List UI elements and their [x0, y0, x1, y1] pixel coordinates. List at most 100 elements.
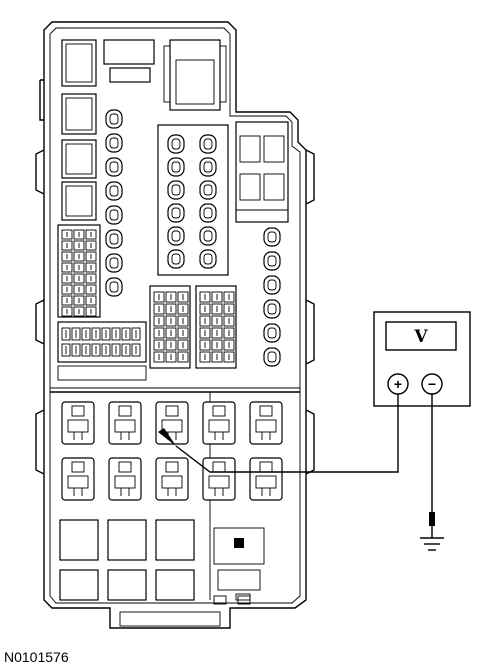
cartridge-fuse	[85, 273, 97, 284]
positive-terminal-symbol: +	[394, 376, 402, 392]
cartridge-fuse	[85, 262, 97, 273]
cartridge-fuse	[73, 295, 85, 306]
mini-fuse	[167, 226, 185, 246]
relay-socket	[61, 401, 95, 445]
cartridge-fuse	[165, 303, 177, 315]
relay-socket	[249, 401, 283, 445]
cartridge-fuse	[177, 351, 189, 363]
cartridge-fuse	[199, 291, 211, 303]
cartridge-fuse	[165, 339, 177, 351]
connector-pin	[61, 327, 71, 341]
mini-fuse	[105, 277, 123, 297]
cartridge-fuse	[153, 327, 165, 339]
mini-fuse	[167, 249, 185, 269]
figure-id: N0101576	[4, 649, 69, 665]
voltmeter: V + −	[373, 311, 471, 407]
mini-fuse	[105, 205, 123, 225]
cartridge-fuse	[223, 327, 235, 339]
cartridge-fuse	[85, 306, 97, 317]
cartridge-fuse	[61, 306, 73, 317]
cartridge-fuse	[61, 229, 73, 240]
mini-fuse	[105, 229, 123, 249]
relay-socket	[155, 457, 189, 501]
connector-pin	[121, 327, 131, 341]
upper-left-relays	[61, 39, 227, 221]
cartridge-fuse	[73, 262, 85, 273]
mini-fuse-column-right	[263, 227, 281, 367]
relay-socket	[108, 457, 142, 501]
mini-fuse	[167, 134, 185, 154]
mini-fuse	[263, 299, 281, 319]
connector-pin	[131, 343, 141, 357]
connector-pin	[111, 327, 121, 341]
relay-socket	[155, 401, 189, 445]
middle-cartridge-fuse-blocks	[149, 285, 237, 369]
positive-lead	[175, 394, 399, 473]
cartridge-fuse	[153, 351, 165, 363]
cartridge-fuse	[211, 339, 223, 351]
mini-fuse	[263, 227, 281, 247]
cartridge-fuse	[73, 306, 85, 317]
mini-fuse	[199, 203, 217, 223]
cartridge-fuse	[61, 284, 73, 295]
left-cartridge-fuse-block	[57, 224, 101, 318]
cartridge-fuse	[177, 315, 189, 327]
voltmeter-body	[373, 311, 471, 407]
cartridge-fuse	[199, 303, 211, 315]
test-leads	[158, 394, 433, 518]
connector-pin	[81, 327, 91, 341]
relay-socket	[202, 401, 236, 445]
mini-fuse	[199, 226, 217, 246]
lower-left-connector	[57, 321, 147, 381]
cartridge-fuse	[85, 284, 97, 295]
cartridge-fuse	[177, 339, 189, 351]
connector-pin	[71, 343, 81, 357]
connector-pin	[71, 327, 81, 341]
cartridge-fuse	[61, 262, 73, 273]
mini-fuse	[105, 253, 123, 273]
cartridge-fuse	[223, 315, 235, 327]
cartridge-fuse	[199, 351, 211, 363]
relay-socket	[249, 457, 283, 501]
cartridge-fuse	[61, 295, 73, 306]
cartridge-fuse	[199, 315, 211, 327]
connector-pin	[101, 343, 111, 357]
upper-right-relays	[235, 121, 289, 223]
mini-fuse	[167, 203, 185, 223]
cartridge-fuse	[177, 327, 189, 339]
cartridge-fuse	[73, 284, 85, 295]
mini-fuse	[105, 181, 123, 201]
connector-pin	[81, 343, 91, 357]
cartridge-fuse	[211, 291, 223, 303]
cartridge-fuse	[85, 240, 97, 251]
cartridge-fuse	[85, 295, 97, 306]
negative-terminal-symbol: −	[428, 376, 436, 392]
cartridge-fuse	[223, 291, 235, 303]
connector-pin	[131, 327, 141, 341]
cartridge-fuse	[85, 229, 97, 240]
connector-pin	[91, 343, 101, 357]
mini-fuse	[105, 133, 123, 153]
cartridge-fuse	[211, 327, 223, 339]
mini-fuse	[263, 323, 281, 343]
mini-fuse	[199, 157, 217, 177]
cartridge-fuse	[165, 327, 177, 339]
cartridge-fuse	[61, 251, 73, 262]
relay-socket-grid	[61, 401, 283, 501]
ground-icon	[420, 512, 444, 551]
mini-fuse	[167, 157, 185, 177]
cartridge-fuse	[223, 303, 235, 315]
connector-pin	[101, 327, 111, 341]
mini-fuse-column-left	[105, 109, 123, 297]
relay-socket	[61, 457, 95, 501]
cartridge-fuse	[177, 303, 189, 315]
mini-fuse	[199, 249, 217, 269]
connector-pin	[61, 343, 71, 357]
cartridge-fuse	[211, 315, 223, 327]
cartridge-fuse	[199, 339, 211, 351]
cartridge-fuse	[165, 351, 177, 363]
center-fuse-block	[157, 124, 229, 276]
mini-fuse	[105, 109, 123, 129]
cartridge-fuse	[73, 229, 85, 240]
cartridge-fuse	[73, 273, 85, 284]
